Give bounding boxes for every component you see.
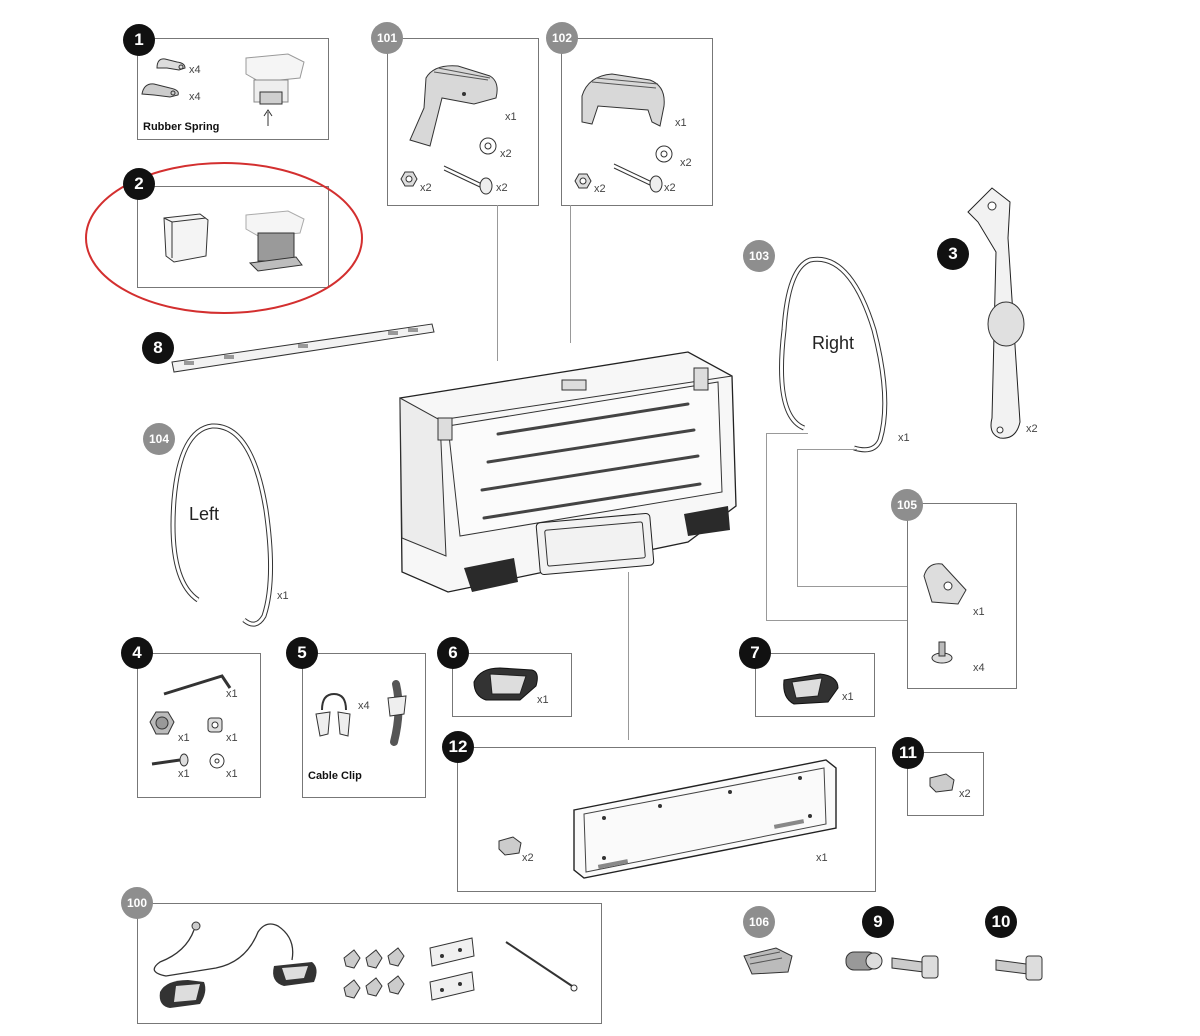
qty-4-spacer: x1	[226, 732, 238, 744]
part-badge-5: 5	[286, 637, 318, 669]
leader-line-103f	[797, 586, 908, 587]
nut-102-icon	[574, 172, 592, 190]
spare-key-icon	[992, 948, 1048, 984]
cable-clip-icon	[310, 690, 356, 740]
cover-102-icon	[576, 66, 672, 136]
part-badge-9: 9	[862, 906, 894, 938]
wiring-harness-icon	[146, 912, 317, 1008]
small-clip-icon	[928, 772, 956, 794]
qty-5-clip: x4	[358, 700, 370, 712]
part-badge-104: 104	[143, 423, 175, 455]
qty-12-clip: x2	[522, 852, 534, 864]
nut-101-icon	[400, 170, 418, 188]
right-label: Right	[812, 333, 855, 353]
holder-bracket-mounted-icon	[240, 205, 310, 277]
rubber-spring-icon-b	[140, 80, 185, 102]
license-plate-holder-icon	[570, 754, 840, 886]
part-badge-8: 8	[142, 332, 174, 364]
bolt-101-icon	[440, 160, 496, 196]
part-badge-4: 4	[121, 637, 153, 669]
qty-7: x1	[842, 691, 854, 703]
rubber-spring-label: Rubber Spring	[143, 121, 220, 133]
leader-line-103c	[766, 620, 908, 621]
part-badge-101: 101	[371, 22, 403, 54]
right-bow-bar-icon	[770, 250, 890, 460]
qty-101-bolt: x2	[496, 182, 508, 194]
part-badge-6: 6	[437, 637, 469, 669]
qty-105-screw: x4	[973, 662, 985, 674]
right-light-unit-icon	[778, 668, 844, 708]
small-washer-icon	[208, 752, 226, 770]
left-label: Left	[189, 504, 220, 524]
part-badge-105: 105	[891, 489, 923, 521]
qty-101-cover: x1	[505, 111, 517, 123]
qty-4-knob: x1	[178, 732, 190, 744]
part-badge-100: 100	[121, 887, 153, 919]
rubber-spring-mount-icon	[240, 48, 310, 128]
allen-key-icon	[160, 672, 236, 698]
short-bolt-icon	[148, 752, 192, 770]
mounting-plates-icon	[426, 934, 480, 1004]
cover-101-icon	[404, 58, 502, 148]
leader-line-103a	[766, 433, 767, 620]
cable-clip-label: Cable Clip	[308, 770, 362, 782]
part-badge-3: 3	[937, 238, 969, 270]
washer-101-icon	[478, 136, 498, 156]
cable-clip-on-cable-icon	[382, 680, 412, 746]
qty-4-bolt: x1	[178, 768, 190, 780]
part-badge-102: 102	[546, 22, 578, 54]
leader-line-103e	[797, 449, 857, 450]
qty-4-washer: x1	[226, 768, 238, 780]
lock-with-key-icon	[842, 944, 942, 984]
end-cap-105-icon	[918, 558, 974, 610]
washer-102-icon	[654, 144, 674, 164]
qty-101-washer: x2	[500, 148, 512, 160]
qty-103: x1	[898, 432, 910, 444]
part-badge-103: 103	[743, 240, 775, 272]
holder-bracket-icon	[160, 210, 212, 266]
qty-102-washer: x2	[680, 157, 692, 169]
leader-line-101	[497, 205, 498, 361]
rubber-spring-icon-a	[155, 56, 190, 76]
part-badge-1: 1	[123, 24, 155, 56]
qty-101-nut: x2	[420, 182, 432, 194]
rail-strip-icon	[168, 318, 438, 378]
clip-set-icon	[340, 944, 410, 1004]
bolt-102-icon	[610, 158, 666, 194]
cargo-box-main-illustration	[388, 346, 748, 602]
leader-line-12	[628, 572, 629, 740]
part-badge-2: 2	[123, 168, 155, 200]
spacer-icon	[204, 714, 226, 736]
qty-4-key: x1	[226, 688, 238, 700]
left-bow-bar-icon	[160, 420, 280, 632]
part-badge-106: 106	[743, 906, 775, 938]
qty-12-plate: x1	[816, 852, 828, 864]
screw-105-icon	[930, 640, 954, 668]
qty-105-cap: x1	[973, 606, 985, 618]
cable-tie-icon	[502, 938, 582, 994]
qty-1b: x4	[189, 91, 201, 103]
plate-clip-icon	[497, 835, 523, 857]
part-badge-10: 10	[985, 906, 1017, 938]
qty-1a: x4	[189, 64, 201, 76]
qty-102-cover: x1	[675, 117, 687, 129]
qty-102-bolt: x2	[664, 182, 676, 194]
knob-icon	[146, 708, 178, 738]
leader-line-103d	[797, 449, 798, 586]
qty-3: x2	[1026, 423, 1038, 435]
qty-104: x1	[277, 590, 289, 602]
strap-arm-icon	[962, 182, 1032, 444]
qty-102-nut: x2	[594, 183, 606, 195]
part-badge-12: 12	[442, 731, 474, 763]
qty-6: x1	[537, 694, 549, 706]
lock-cylinder-106-icon	[740, 944, 800, 978]
qty-11: x2	[959, 788, 971, 800]
leader-line-103b	[766, 433, 808, 434]
leader-line-102	[570, 205, 571, 343]
part-badge-11: 11	[892, 737, 924, 769]
left-light-unit-icon	[470, 664, 542, 706]
part-badge-7: 7	[739, 637, 771, 669]
